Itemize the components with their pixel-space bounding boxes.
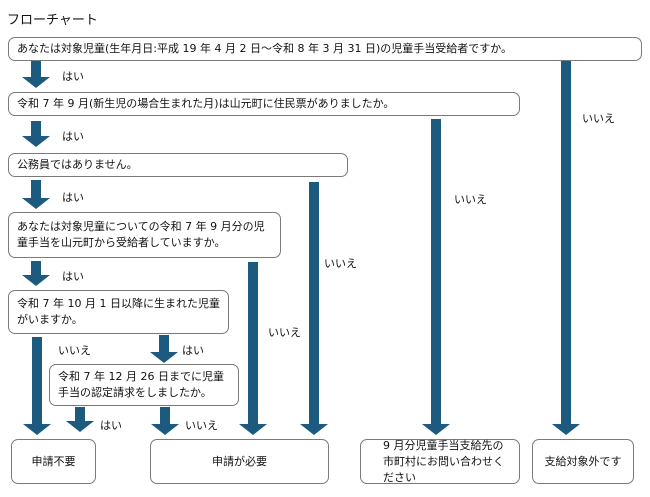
label-yes-q4: はい [62,270,84,283]
arrow-no-q3 [300,182,328,435]
question-box-1: あなたは対象児童(生年月日:平成 19 年 4 月 2 日～令和 8 年 3 月… [8,37,642,61]
label-yes-q3: はい [62,191,84,204]
question-box-4: あなたは対象児童についての令和 7 年 9 月分の児童手当を山元町から受給者して… [8,212,281,258]
result-contact-city: 9 月分児童手当支給先の市町村にお問い合わせください [360,439,520,484]
label-no-q1: いいえ [582,112,615,125]
label-yes-q5: はい [182,344,204,357]
question-text-2: 令和 7 年 9 月(新生児の場合生まれた月)は山元町に住民票がありましたか。 [17,97,395,110]
question-box-5: 令和 7 年 10 月 1 日以降に生まれた児童がいますか。 [8,290,229,334]
result-not-required: 申請不要 [11,439,96,484]
label-yes-q2: はい [62,130,84,143]
result-text-not-required: 申請不要 [31,454,76,468]
question-text-6: 令和 7 年 12 月 26 日までに児童手当の認定請求をしましたか。 [58,370,224,399]
arrow-no-q2 [422,119,450,435]
arrow-yes-q6 [66,407,94,432]
arrow-yes-q4 [22,261,50,286]
question-text-3: 公務員ではありません。 [17,158,138,171]
result-text-contact-city: 9 月分児童手当支給先の市町村にお問い合わせください [383,438,504,484]
arrow-no-q1 [552,60,580,435]
result-required: 申請が必要 [150,439,329,484]
arrow-yes-q2 [22,121,50,147]
label-yes-q1: はい [62,70,84,83]
question-box-6: 令和 7 年 12 月 26 日までに児童手当の認定請求をしましたか。 [49,364,239,406]
label-no-q3: いいえ [324,257,357,270]
question-text-5: 令和 7 年 10 月 1 日以降に生まれた児童がいますか。 [17,297,220,326]
arrow-yes-q5 [150,335,178,363]
question-text-1: あなたは対象児童(生年月日:平成 19 年 4 月 2 日～令和 8 年 3 月… [17,42,513,55]
arrow-yes-q3 [22,180,50,209]
label-no-q6: いいえ [185,419,218,432]
question-box-2: 令和 7 年 9 月(新生児の場合生まれた月)は山元町に住民票がありましたか。 [8,92,520,116]
result-text-required: 申請が必要 [212,454,267,468]
arrow-no-q5 [23,337,51,435]
label-no-q4: いいえ [268,326,301,339]
result-not-eligible: 支給対象外です [532,439,634,484]
label-no-q2: いいえ [454,193,487,206]
arrow-yes-q1 [22,61,50,88]
label-yes-q6: はい [100,419,122,432]
result-text-not-eligible: 支給対象外です [544,454,622,468]
label-no-q5: いいえ [58,344,91,357]
question-text-4: あなたは対象児童についての令和 7 年 9 月分の児童手当を山元町から受給者して… [17,220,265,249]
arrow-no-q4 [239,262,267,435]
arrow-no-q6 [151,407,179,435]
question-box-3: 公務員ではありません。 [8,153,348,177]
page-title: フローチャート [7,13,98,28]
